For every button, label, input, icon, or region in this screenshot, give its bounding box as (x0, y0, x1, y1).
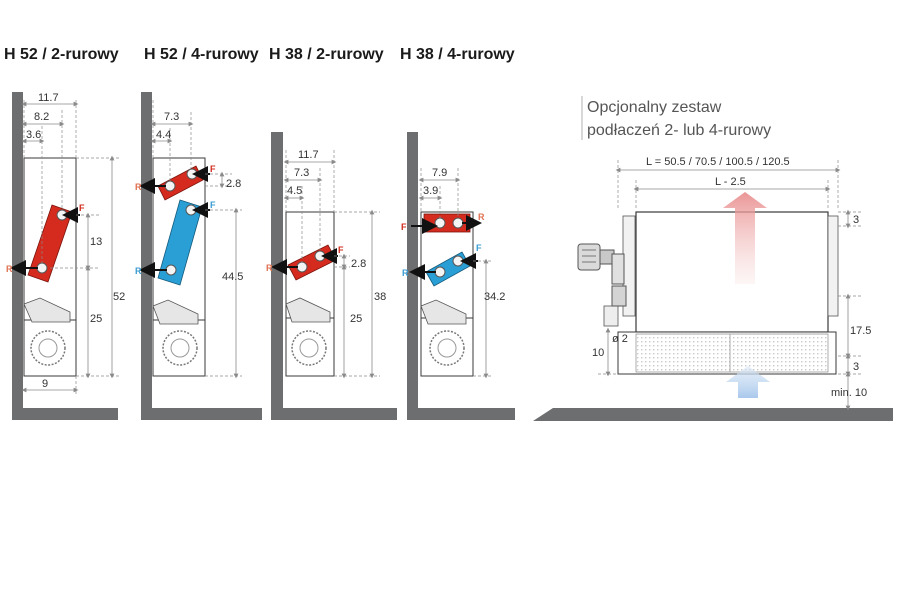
warm-air-up-arrow (723, 192, 767, 284)
tray (152, 299, 199, 325)
dim-inner: 8.2 (34, 111, 49, 123)
dim-top-width: 11.7 (298, 149, 319, 161)
dim-min-floor: min. 10 (831, 387, 867, 399)
hot-return-label: R (478, 212, 485, 222)
hot-flow-label: F (401, 222, 407, 232)
hot-return-label: R (135, 182, 142, 192)
model-headings: H 52 / 2-rurowy H 52 / 4-rurowy H 38 / 2… (0, 46, 560, 70)
dim-height: 17.5 (850, 325, 871, 337)
dim-total: 34.2 (484, 291, 505, 303)
dim-top-gap: 3 (853, 214, 859, 226)
cold-return-label: R (135, 266, 142, 276)
unit-body (420, 211, 474, 377)
wall-floor (407, 132, 515, 420)
dim-bottom: 9 (42, 378, 48, 390)
tray (285, 297, 331, 323)
tray (23, 297, 71, 323)
dim-offset: 2.8 (226, 178, 241, 190)
dim-pipe: 3.6 (26, 129, 41, 141)
flow-label: F (338, 245, 344, 255)
tray (420, 299, 467, 325)
heading-h52-2pipe: H 52 / 2-rurowy (4, 46, 119, 63)
cold-flow-label: F (476, 243, 482, 253)
heading-h38-2pipe: H 38 / 2-rurowy (269, 46, 384, 63)
heading-h38-4pipe: H 38 / 4-rurowy (400, 46, 515, 63)
dim-lower: 25 (90, 313, 102, 325)
dim-inner: 7.3 (164, 111, 179, 123)
dim-lines (420, 168, 492, 377)
unit-h38-4pipe: F R F R 7.9 3.9 34.2 (401, 132, 515, 420)
right-bracket (827, 215, 839, 317)
unit-h52-2pipe: F R 11.7 8.2 3.6 13 25 52 9 (6, 92, 125, 420)
unit-h52-4pipe: F R F R 7.3 4.4 2.8 44.5 (135, 92, 262, 420)
unit-h38-2pipe: F R 11.7 7.3 4.5 2.8 25 38 (266, 132, 397, 420)
unit-casing (635, 211, 829, 333)
dim-inner: 7.3 (294, 167, 309, 179)
air-grille (635, 333, 829, 373)
optional-set-line2: podłaczeń 2- lub 4-rurowy (587, 122, 771, 139)
flow-label: F (79, 203, 85, 213)
dim-pipe: 4.4 (156, 129, 171, 141)
dim-lower: 25 (350, 313, 362, 325)
return-label: R (6, 264, 13, 274)
fan-wheel (429, 330, 465, 366)
dim-diameter: ø 2 (612, 333, 628, 345)
dim-arrows (605, 167, 851, 411)
fan-wheel (291, 330, 327, 366)
dim-arrows (283, 159, 375, 379)
dim-length: L = 50.5 / 70.5 / 100.5 / 120.5 (646, 156, 790, 168)
dim-upper: 13 (90, 236, 102, 248)
dim-arrows (21, 101, 115, 393)
foot-bracket (603, 305, 619, 327)
dim-arrows (150, 121, 239, 379)
dim-offset: 2.8 (351, 258, 366, 270)
dim-left-height: 10 (592, 347, 604, 359)
valve-icon (577, 243, 627, 307)
dim-mid-gap: 3 (853, 361, 859, 373)
heading-h52-4pipe: H 52 / 4-rurowy (144, 46, 259, 63)
fan-wheel (162, 330, 198, 366)
dim-total: 38 (374, 291, 386, 303)
dim-top-width: 11.7 (38, 92, 59, 104)
dim-arrows (418, 177, 489, 379)
fan-wheel (30, 330, 66, 366)
dim-inner: 7.9 (432, 167, 447, 179)
side-view: Opcjonalny zestaw podłaczeń 2- lub 4-rur… (533, 96, 893, 421)
cold-flow-label: F (210, 200, 216, 210)
dim-inner-length: L - 2.5 (715, 176, 746, 188)
unit-body (285, 211, 335, 377)
hot-flow-label: F (210, 164, 216, 174)
return-label: R (266, 263, 273, 273)
dim-total: 52 (113, 291, 125, 303)
cool-air-in-arrow (726, 366, 770, 398)
floor (533, 408, 893, 421)
dim-pipe: 4.5 (287, 185, 302, 197)
dim-pipe: 3.9 (423, 185, 438, 197)
cold-return-label: R (402, 268, 409, 278)
optional-set-line1: Opcjonalny zestaw (587, 99, 722, 116)
dim-total: 44.5 (222, 271, 243, 283)
